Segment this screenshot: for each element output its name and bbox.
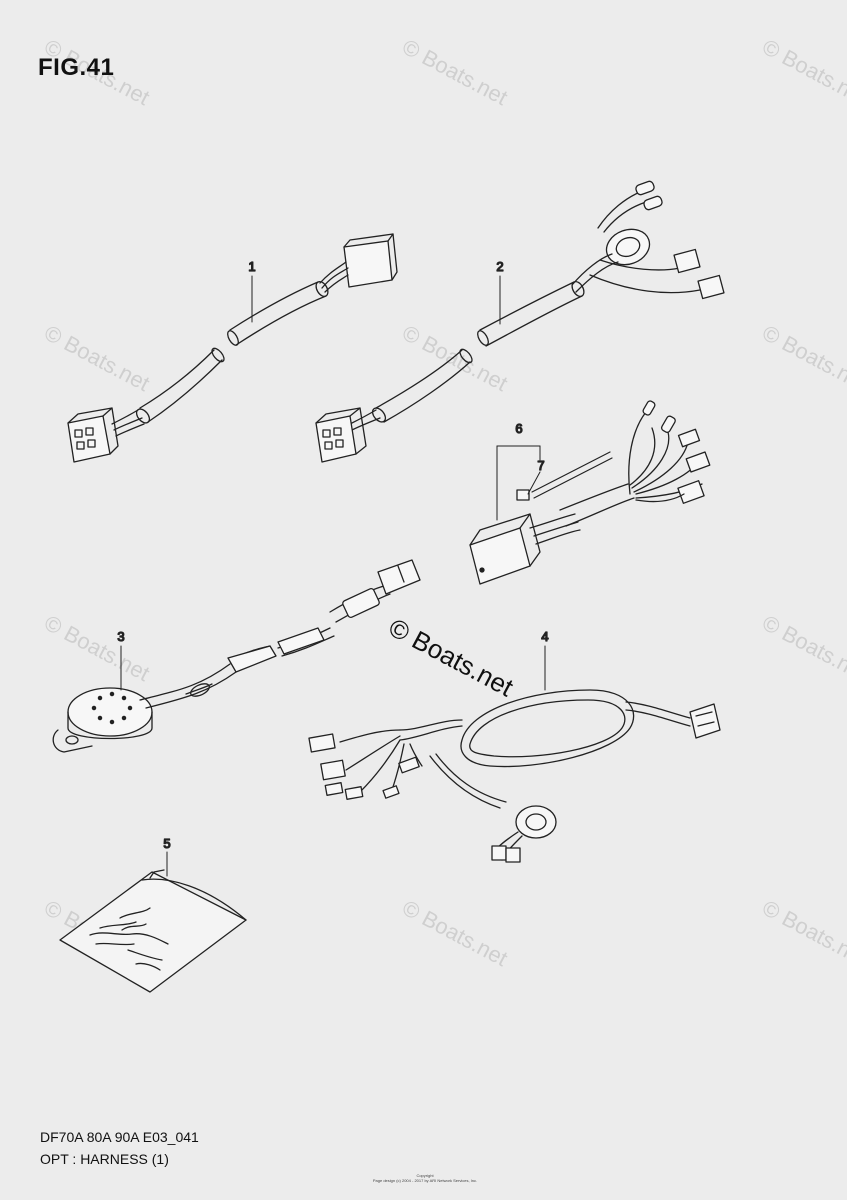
part-5-parts-bag[interactable] (59, 869, 247, 993)
callout-5: 5 (163, 836, 170, 851)
part-2-harness[interactable] (315, 180, 725, 463)
callout-4: 4 (541, 629, 548, 644)
callout-7: 7 (537, 458, 544, 473)
part-7-cable-tie[interactable] (516, 451, 613, 501)
part-4-main-harness[interactable] (308, 689, 721, 863)
callout-6: 6 (515, 421, 522, 436)
callout-1: 1 (248, 259, 255, 274)
figure-code: DF70A 80A 90A E03_041 (40, 1129, 199, 1145)
copyright-notice: Copyright Page design (c) 2004 - 2017 by… (350, 1173, 500, 1183)
copyright-line-1: Copyright (416, 1173, 434, 1178)
callout-3: 3 (117, 629, 124, 644)
figure-title: FIG.41 (38, 54, 115, 81)
leader-lines (120, 275, 546, 877)
part-1-harness[interactable] (67, 233, 398, 463)
figure-name: OPT : HARNESS (1) (40, 1151, 169, 1167)
copyright-line-2: Page design (c) 2004 - 2017 by ARI Netwo… (372, 1178, 478, 1183)
callout-2: 2 (496, 259, 503, 274)
part-3-buzzer[interactable] (52, 559, 421, 753)
part-6-relay-harness[interactable] (469, 400, 711, 585)
